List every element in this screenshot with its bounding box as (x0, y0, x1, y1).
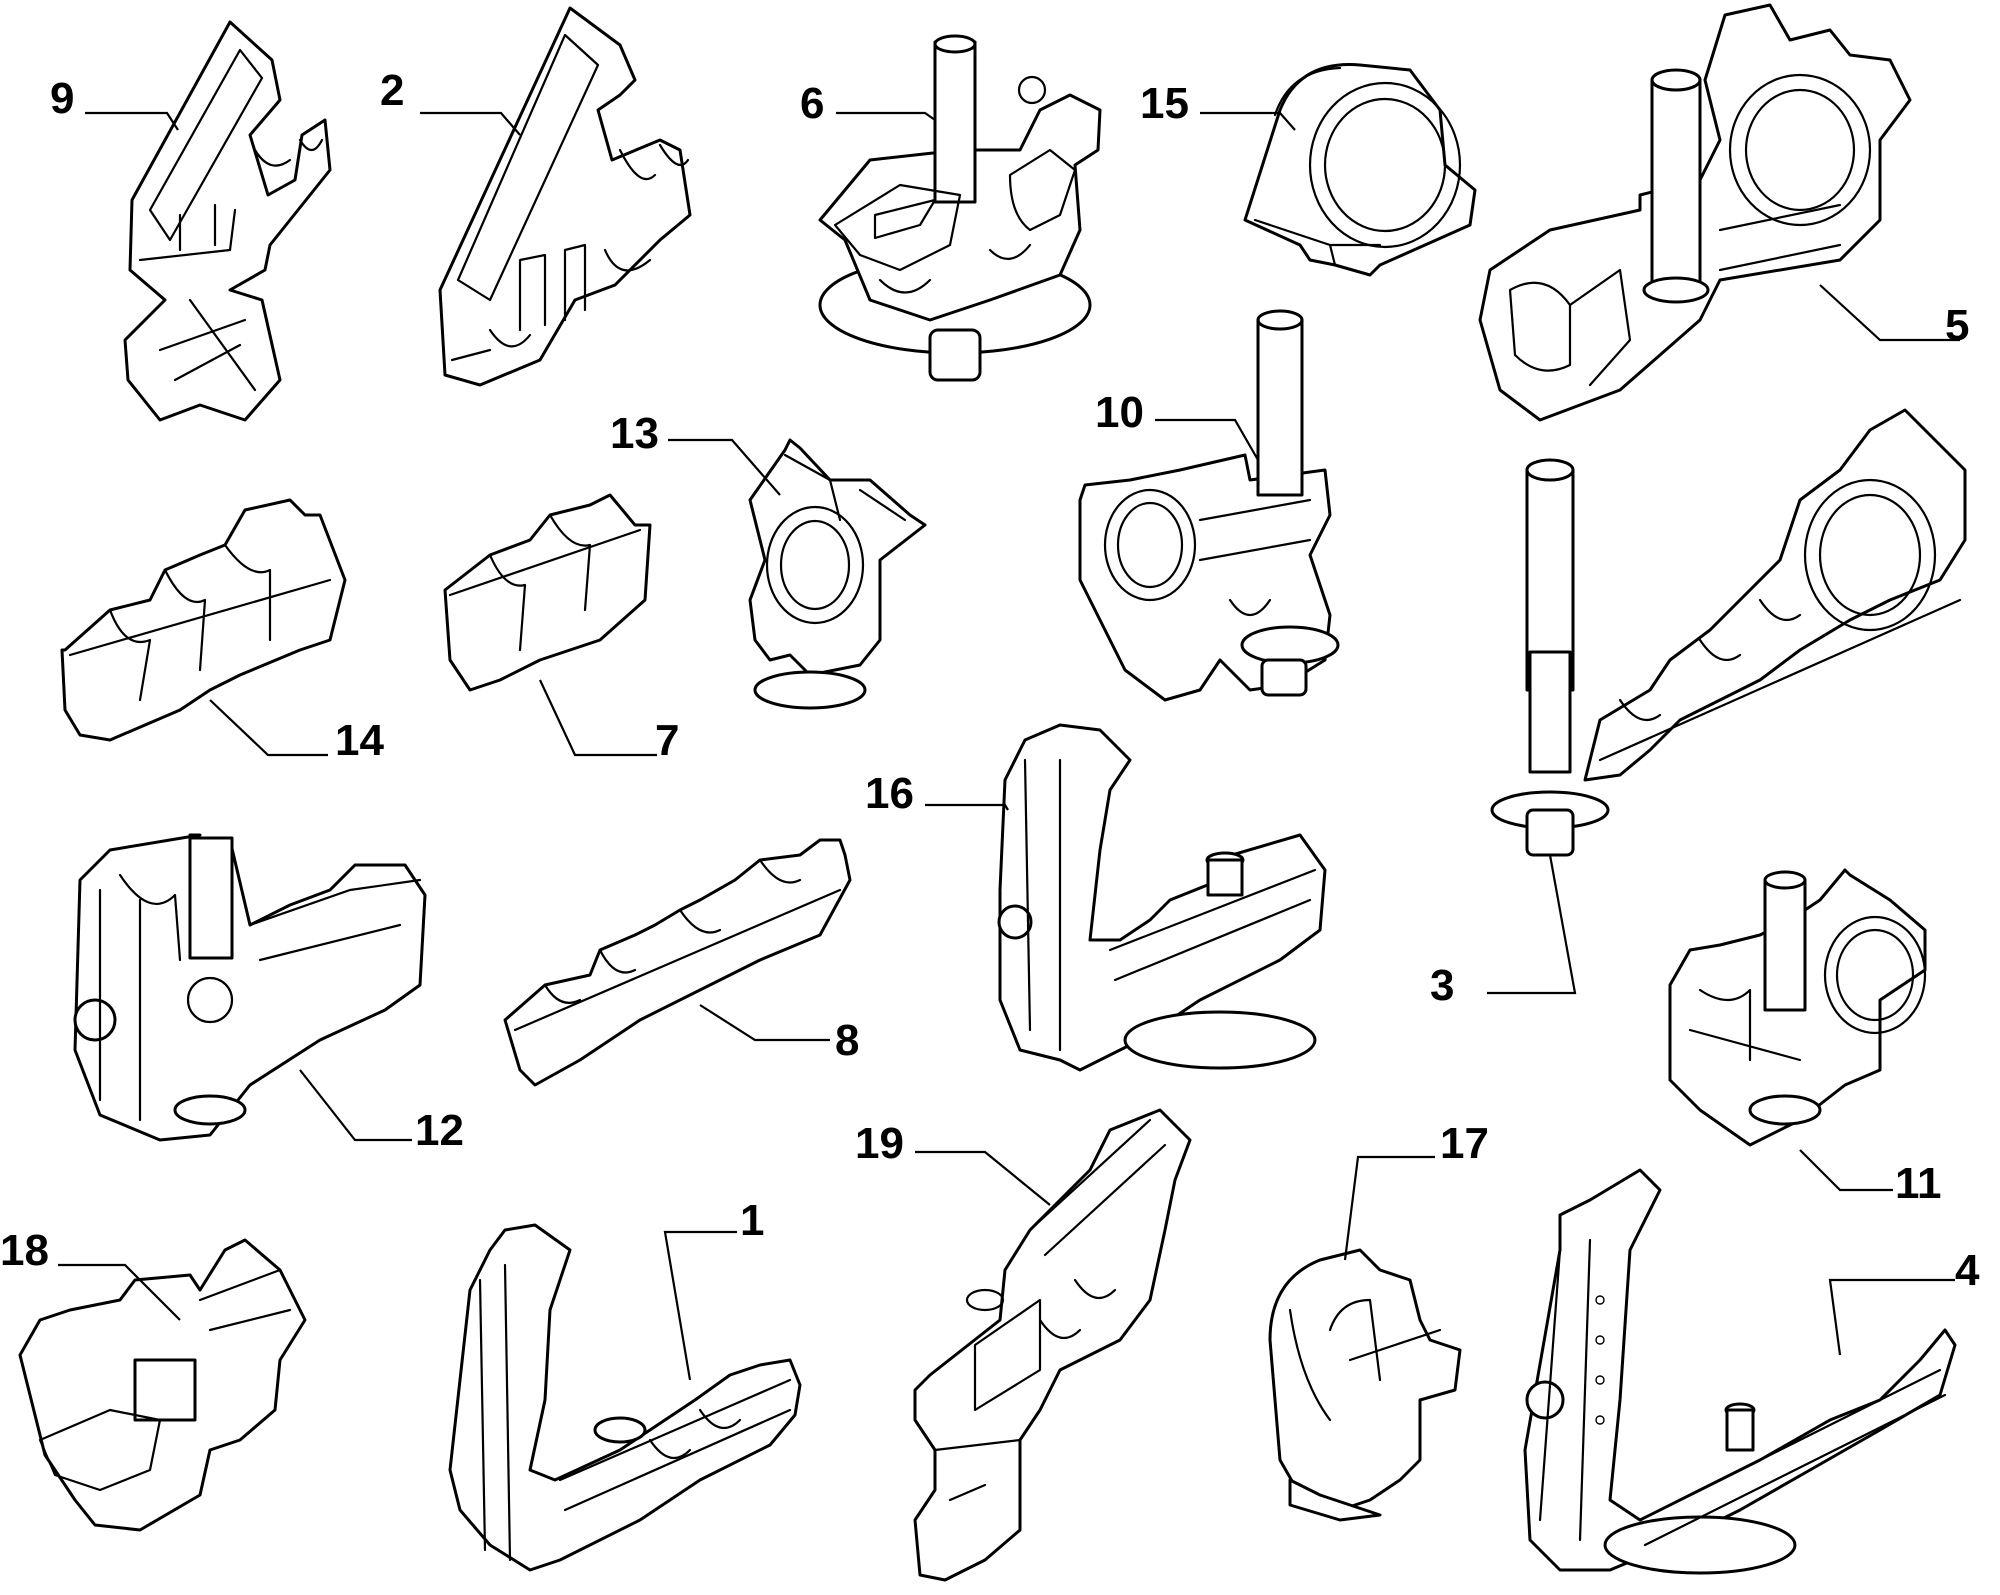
callout-3: 3 (1430, 961, 1454, 1010)
leader-18 (58, 1263, 181, 1321)
callout-5: 5 (1945, 301, 1969, 350)
leader-17 (1343, 1155, 1435, 1261)
leader-12 (299, 1069, 412, 1142)
part-13-clip-drawing (748, 438, 927, 710)
leader-5 (1819, 284, 1960, 342)
callout-10: 10 (1095, 388, 1144, 437)
leader-2 (420, 111, 521, 136)
part-3-clip-drawing (1490, 408, 1967, 857)
leader-16 (925, 803, 1009, 811)
callout-4: 4 (1955, 1246, 1980, 1295)
leader-19 (915, 1150, 1051, 1206)
callout-7: 7 (655, 716, 679, 765)
part-17-clip-drawing (1268, 1248, 1462, 1522)
part-18-clip-drawing (18, 1238, 307, 1532)
part-11-clip-drawing (1668, 868, 1927, 1147)
leader-7 (539, 679, 657, 757)
part-9-clip-drawing (123, 20, 332, 422)
leader-4 (1828, 1278, 1955, 1356)
leader-8 (699, 1004, 830, 1042)
part-12-clip-drawing (73, 833, 427, 1142)
callout-15: 15 (1140, 79, 1189, 128)
leader-3 (1487, 854, 1577, 995)
leader-15 (1200, 111, 1296, 131)
callout-18: 18 (0, 1226, 49, 1275)
callout-16: 16 (865, 769, 914, 818)
leader-lines (58, 111, 1960, 1381)
part-7-clip-drawing (443, 493, 652, 692)
callout-8: 8 (835, 1016, 859, 1065)
part-10-clip-drawing (1078, 309, 1340, 702)
leader-11 (1799, 1149, 1893, 1192)
part-1-clip-drawing (448, 1223, 802, 1572)
callout-19: 19 (855, 1119, 904, 1168)
callout-labels: 9 2 6 15 5 13 10 14 7 16 3 8 12 11 19 17… (0, 66, 1980, 1295)
leader-1 (663, 1230, 737, 1381)
part-19-clip-drawing (913, 1108, 1192, 1582)
part-16-clip-drawing (997, 723, 1327, 1072)
part-5-clip-drawing (1478, 3, 1912, 422)
leader-10 (1155, 418, 1259, 461)
leader-14 (209, 699, 328, 757)
callout-1: 1 (740, 1196, 764, 1245)
callout-11: 11 (1895, 1159, 1942, 1208)
part-6-clip-drawing (818, 34, 1102, 382)
callout-6: 6 (800, 79, 824, 128)
leader-6 (836, 111, 936, 121)
callout-17: 17 (1440, 1119, 1489, 1168)
part-14-clip-drawing (60, 498, 347, 742)
callout-9: 9 (50, 74, 74, 123)
leader-13 (668, 438, 781, 496)
part-2-clip-drawing (438, 6, 692, 387)
callout-14: 14 (335, 716, 384, 765)
part-4-clip-drawing (1523, 1168, 1957, 1575)
callout-12: 12 (415, 1106, 464, 1155)
part-15-clip-drawing (1243, 63, 1477, 277)
part-8-clip-drawing (503, 838, 852, 1087)
callout-13: 13 (610, 409, 659, 458)
callout-2: 2 (380, 66, 404, 115)
leader-9 (85, 111, 179, 131)
